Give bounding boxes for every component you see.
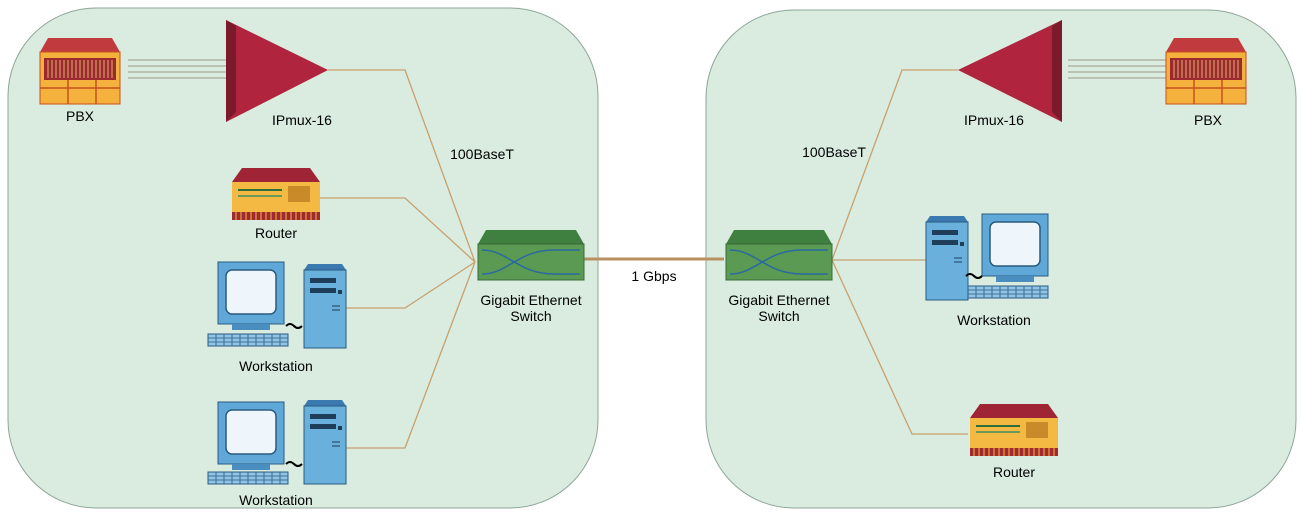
pbx-icon-right (1165, 37, 1247, 105)
link-ipmux-left (328, 69, 476, 263)
label-pbx-right: PBX (1193, 112, 1223, 128)
link-router-right (831, 259, 968, 435)
label-router-right: Router (992, 464, 1036, 480)
workstation-icon-left-1 (207, 261, 347, 349)
switch-icon-left (477, 229, 585, 281)
link-router-left (320, 197, 476, 263)
label-link-left: 100BaseT (450, 146, 514, 162)
router-icon-right (969, 403, 1059, 457)
link-workstation-left-1 (346, 261, 476, 309)
link-ipmux-right (831, 69, 958, 261)
label-workstation-left-2: Workstation (239, 492, 313, 508)
label-pbx-left: PBX (65, 108, 95, 124)
label-switch-left-line-2: Switch (510, 308, 552, 324)
label-workstation-right: Workstation (957, 312, 1031, 328)
label-trunk: 1 Gbps (631, 268, 677, 284)
pbx-trunk-lines-right (1068, 59, 1166, 79)
links-right (831, 69, 968, 435)
workstation-icon-right (925, 213, 1049, 301)
router-icon-left (231, 167, 321, 221)
label-switch-right-line-2: Switch (758, 308, 800, 324)
pbx-trunk-lines-left (128, 59, 226, 79)
links-left (320, 69, 476, 449)
ipmux-icon-left (226, 20, 328, 122)
label-router-left: Router (254, 225, 298, 241)
label-link-right: 100BaseT (802, 144, 866, 160)
link-workstation-left-2 (346, 261, 476, 449)
label-switch-right-line-1: Gigabit Ethernet (728, 292, 830, 308)
label-switch-right: Gigabit Ethernet Switch (728, 292, 829, 324)
pbx-icon-left (39, 37, 121, 105)
label-switch-left-line-1: Gigabit Ethernet (480, 292, 582, 308)
label-ipmux-left: IPmux-16 (272, 112, 332, 128)
switch-icon-right (725, 229, 833, 281)
ipmux-icon-right (958, 20, 1062, 122)
label-ipmux-right: IPmux-16 (964, 112, 1024, 128)
label-switch-left: Gigabit Ethernet Switch (480, 292, 581, 324)
label-workstation-left-1: Workstation (239, 358, 313, 374)
workstation-icon-left-2 (207, 399, 347, 485)
